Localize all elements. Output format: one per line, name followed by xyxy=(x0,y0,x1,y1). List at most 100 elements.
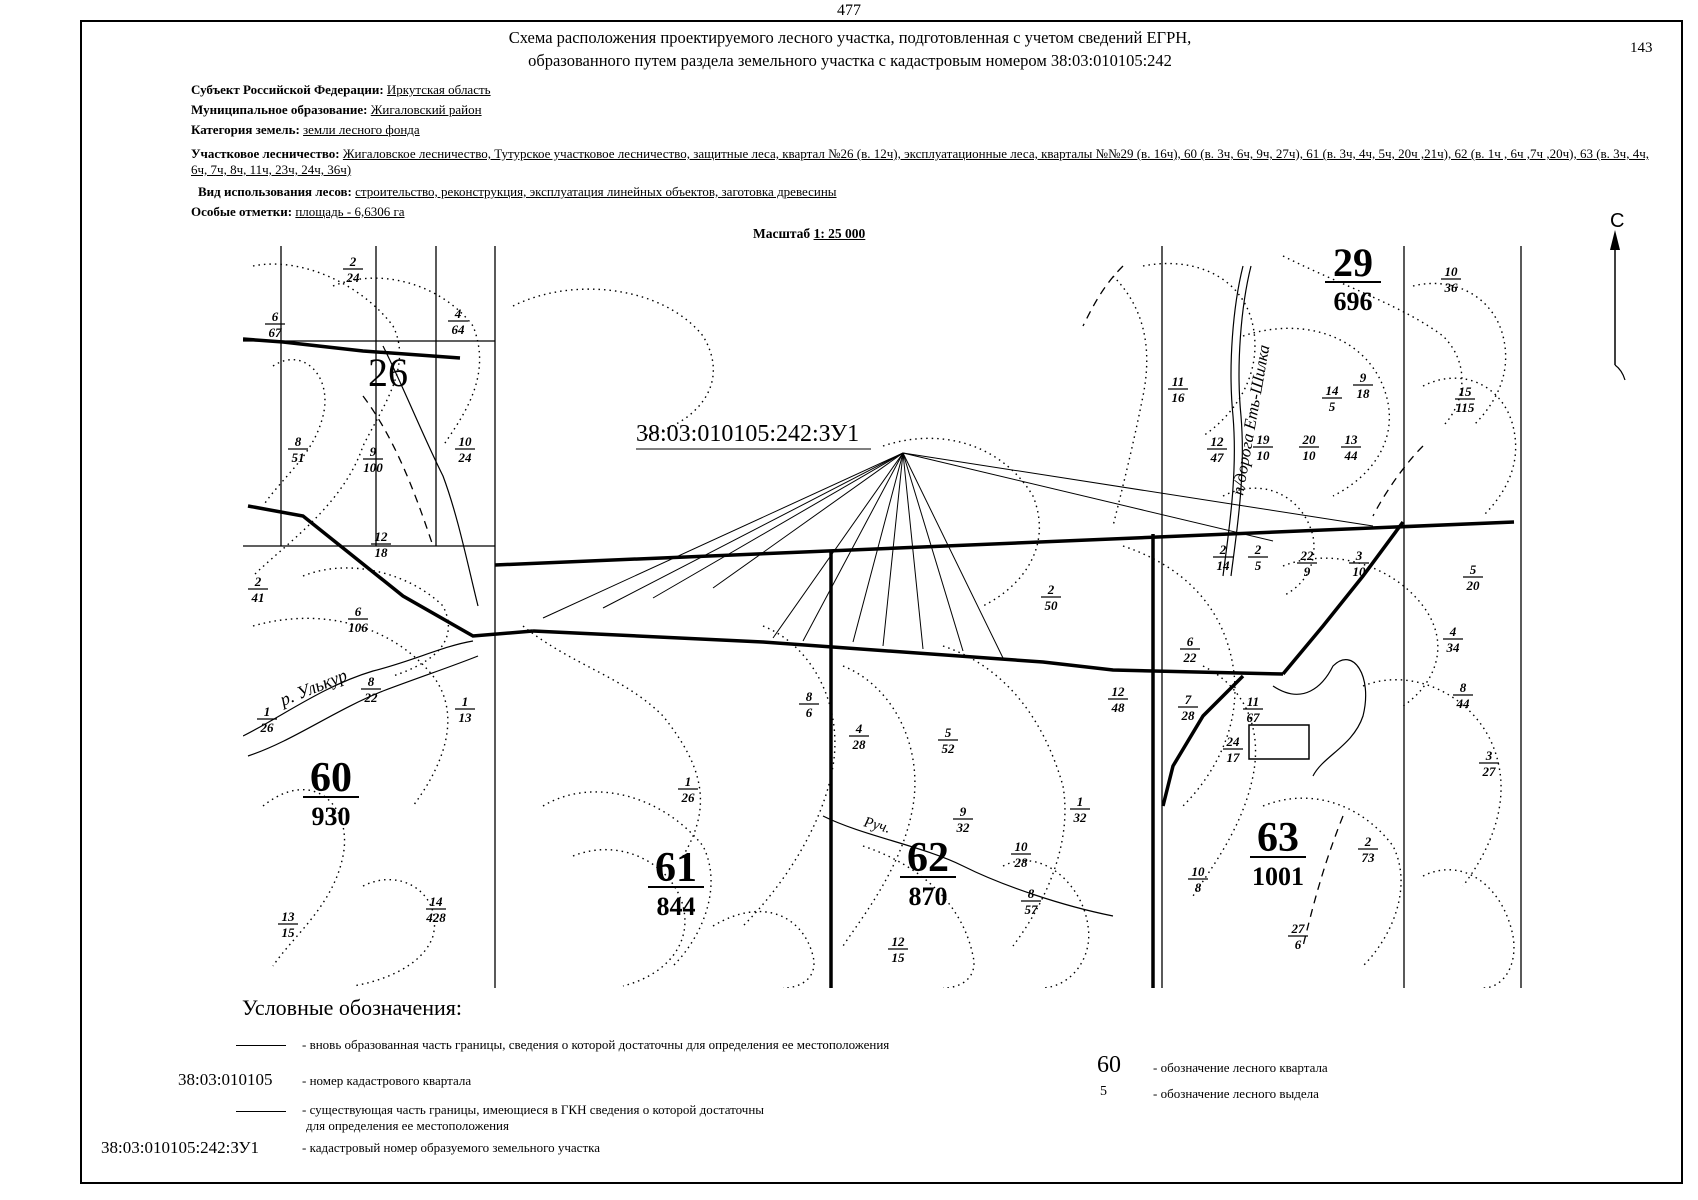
north-letter: С xyxy=(1610,210,1625,232)
plot-label: 38:03:010105:242:ЗУ1 xyxy=(636,421,859,447)
subcompartment-number: 2 xyxy=(1254,542,1262,557)
new-boundaries xyxy=(243,337,1515,988)
subcompartment-area: 57 xyxy=(1025,902,1039,917)
legend-compartment-text: - обозначение лесного выдела xyxy=(1153,1086,1319,1101)
subcompartment-area: 48 xyxy=(1111,700,1126,715)
sheet-number: 143 xyxy=(1630,40,1653,56)
subcompartment-number: 1 xyxy=(685,774,692,789)
legend-forest-quarter-code: 60 xyxy=(1097,1052,1121,1078)
subcompartment-number: 9 xyxy=(370,444,377,459)
subcompartment-number: 8 xyxy=(1028,886,1035,901)
quarter-number-63: 63 xyxy=(1257,815,1299,861)
meta-forestry-value: Жигаловское лесничество, Тутурское участ… xyxy=(191,146,1649,177)
subcompartment-area: 106 xyxy=(348,620,368,635)
subcompartment-number: 19 xyxy=(1257,432,1271,447)
subcompartment-area: 28 xyxy=(1181,708,1196,723)
subcompartment-area: 41 xyxy=(251,590,265,605)
meta-forestry-label: Участковое лесничество: xyxy=(191,146,340,161)
subcompartment-number: 2 xyxy=(254,574,262,589)
subcompartment-area: 22 xyxy=(1183,650,1198,665)
map-scale: Масштаб 1: 25 000 xyxy=(753,226,865,242)
subcompartment-area: 5 xyxy=(1329,399,1336,414)
sheet-frame xyxy=(80,20,1683,1184)
legend-cadastral-quarter-code: 38:03:010105 xyxy=(178,1070,273,1089)
subcompartment-number: 6 xyxy=(1187,634,1194,649)
subcompartment-number: 12 xyxy=(892,934,906,949)
document-title: Схема расположения проектируемого лесног… xyxy=(100,26,1600,72)
legend-plot-text: - кадастровый номер образуемого земельно… xyxy=(302,1140,601,1155)
subcompartment-number: 12 xyxy=(1112,684,1126,699)
quarter-number-60: 60 xyxy=(310,755,352,801)
meta-special-notes-label: Особые отметки: xyxy=(191,204,293,219)
subcompartment-number: 3 xyxy=(1485,748,1493,763)
north-arrow-icon xyxy=(1610,230,1626,381)
leader-line xyxy=(902,452,1004,659)
meta-land-category-value: земли лесного фонда xyxy=(303,122,420,137)
meta-municipality: Муниципальное образование: Жигаловский р… xyxy=(191,102,482,118)
quarter-area-62: 870 xyxy=(909,882,948,911)
subcompartment-area: 27 xyxy=(1482,764,1497,779)
subcompartment-number: 10 xyxy=(1192,864,1206,879)
meta-forest-use-label: Вид использования лесов: xyxy=(198,184,352,199)
subcompartment-number: 27 xyxy=(1291,921,1306,936)
subcompartment-number: 14 xyxy=(430,894,444,909)
subcompartment-number: 3 xyxy=(1355,548,1363,563)
quarter-area-60: 930 xyxy=(312,802,351,831)
subcompartment-number: 8 xyxy=(806,689,813,704)
leader-line xyxy=(712,452,904,589)
leader-line xyxy=(902,452,1374,527)
subcompartment-number: 12 xyxy=(375,529,389,544)
scale-label: Масштаб xyxy=(753,226,811,241)
subcompartment-area: 428 xyxy=(425,910,446,925)
subcompartment-number: 8 xyxy=(368,674,375,689)
subcompartment-area: 14 xyxy=(1217,558,1231,573)
leader-line xyxy=(542,452,904,619)
meta-subject-label: Субъект Российской Федерации: xyxy=(191,82,384,97)
subcompartment-area: 34 xyxy=(1446,640,1461,655)
river-lines xyxy=(243,265,1367,917)
subcompartment-number: 2 xyxy=(1219,542,1227,557)
subcompartment-number: 4 xyxy=(454,306,462,321)
legend-compartment-code: 5 xyxy=(1100,1084,1107,1099)
subcompartment-number: 2 xyxy=(1364,834,1372,849)
subcompartment-area: 6 xyxy=(806,705,813,720)
meta-forest-use-value: строительство, реконструкция, эксплуатац… xyxy=(355,184,837,199)
subcompartment-area: 44 xyxy=(1456,696,1471,711)
subcompartment-area: 64 xyxy=(452,322,466,337)
subcompartment-number: 7 xyxy=(1185,692,1192,707)
meta-land-category-label: Категория земель: xyxy=(191,122,300,137)
leader-line xyxy=(902,452,924,650)
meta-special-notes-value: площадь - 6,6306 га xyxy=(295,204,405,219)
subcompartment-area: 24 xyxy=(346,270,361,285)
quarter-number-61: 61 xyxy=(655,845,697,891)
subcompartment-area: 8 xyxy=(1195,880,1202,895)
leader-line xyxy=(882,452,904,647)
legend-existing-boundary-line xyxy=(236,1111,286,1112)
subcompartment-number: 8 xyxy=(295,434,302,449)
legend-plot-code: 38:03:010105:242:ЗУ1 xyxy=(101,1138,260,1157)
subcompartment-number: 22 xyxy=(1300,548,1315,563)
subcompartment-area: 26 xyxy=(681,790,696,805)
legend-new-boundary-line xyxy=(236,1045,286,1046)
legend-existing-boundary-text-1: - существующая часть границы, имеющиеся … xyxy=(302,1102,765,1117)
meta-forest-use: Вид использования лесов: строительство, … xyxy=(198,184,837,200)
subcompartment-number: 11 xyxy=(1172,374,1184,389)
quarter-number-62: 62 xyxy=(907,835,949,881)
plot-leader-lines xyxy=(542,452,1374,659)
subcompartment-number: 13 xyxy=(1345,432,1359,447)
subcompartment-number: 20 xyxy=(1302,432,1317,447)
legend-title: Условные обозначения: xyxy=(242,995,463,1020)
meta-municipality-label: Муниципальное образование: xyxy=(191,102,368,117)
subcompartment-number: 6 xyxy=(355,604,362,619)
title-line-1: Схема расположения проектируемого лесног… xyxy=(508,28,1192,47)
subcompartment-number: 1 xyxy=(1077,794,1084,809)
subcompartment-number: 4 xyxy=(1449,624,1457,639)
subcompartment-number: 11 xyxy=(1247,694,1259,709)
meta-subject: Субъект Российской Федерации: Иркутская … xyxy=(191,82,491,98)
subcompartment-area: 10 xyxy=(1257,448,1271,463)
quarter-area-29: 696 xyxy=(1334,287,1373,316)
subcompartment-area: 17 xyxy=(1227,750,1241,765)
existing-boundaries xyxy=(243,246,1522,988)
subcompartment-number: 8 xyxy=(1460,680,1467,695)
